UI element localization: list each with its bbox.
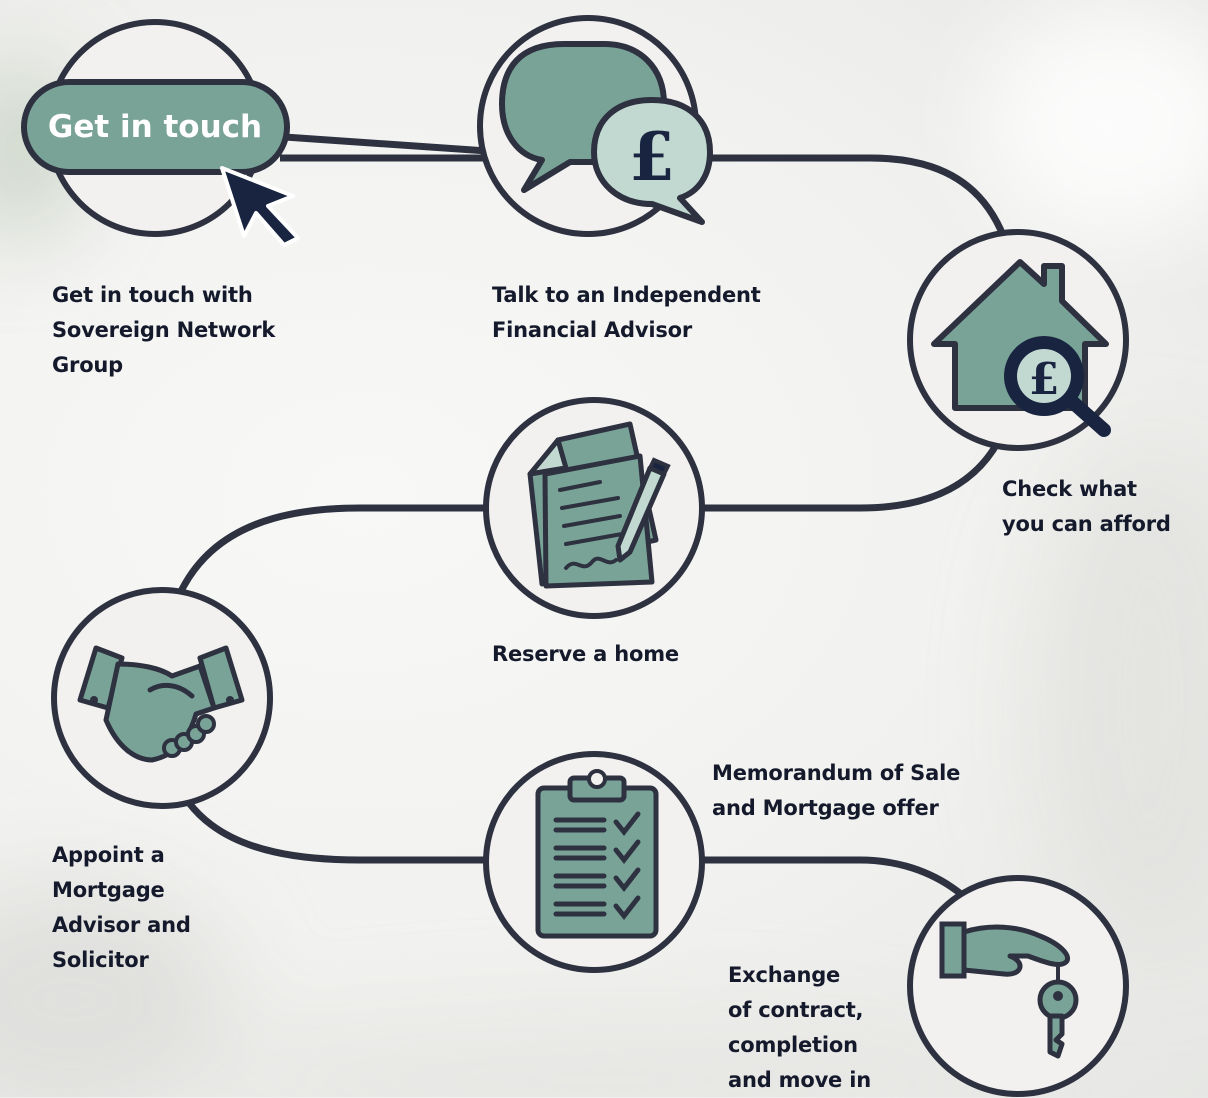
contract-pen-icon — [527, 421, 671, 589]
clipboard-checklist-icon — [535, 769, 659, 939]
step-5-label: Appoint a Mortgage Advisor and Solicitor — [52, 843, 191, 972]
step-2-label: Talk to an Independent Financial Advisor — [492, 283, 761, 342]
handshake-icon — [77, 645, 245, 763]
cursor-click-icon — [220, 166, 300, 247]
step-3-label: Check what you can afford — [1002, 477, 1171, 536]
step-5-node — [51, 587, 273, 809]
step-7-label: Exchange of contract, completion and mov… — [728, 963, 871, 1092]
step-1-label: Get in touch with Sovereign Network Grou… — [52, 283, 276, 377]
step-1-node: Get in touch — [21, 19, 300, 247]
get-in-touch-button-label: Get in touch — [48, 109, 262, 145]
get-in-touch-button[interactable]: Get in touch — [21, 79, 290, 175]
step-6-node — [483, 751, 705, 973]
step-4-label: Reserve a home — [492, 642, 679, 666]
pound-symbol: £ — [629, 118, 675, 196]
chat-pound-icon: £ — [499, 41, 713, 225]
step-2-node: £ — [477, 15, 713, 237]
house-search-icon: £ — [931, 259, 1111, 437]
pound-symbol: £ — [1029, 354, 1060, 405]
hand-key-icon — [939, 921, 1079, 1059]
step-6-label: Memorandum of Sale and Mortgage offer — [712, 761, 961, 820]
step-7-node — [907, 875, 1129, 1097]
step-4-node — [483, 397, 705, 619]
step-3-node: £ — [907, 229, 1129, 451]
